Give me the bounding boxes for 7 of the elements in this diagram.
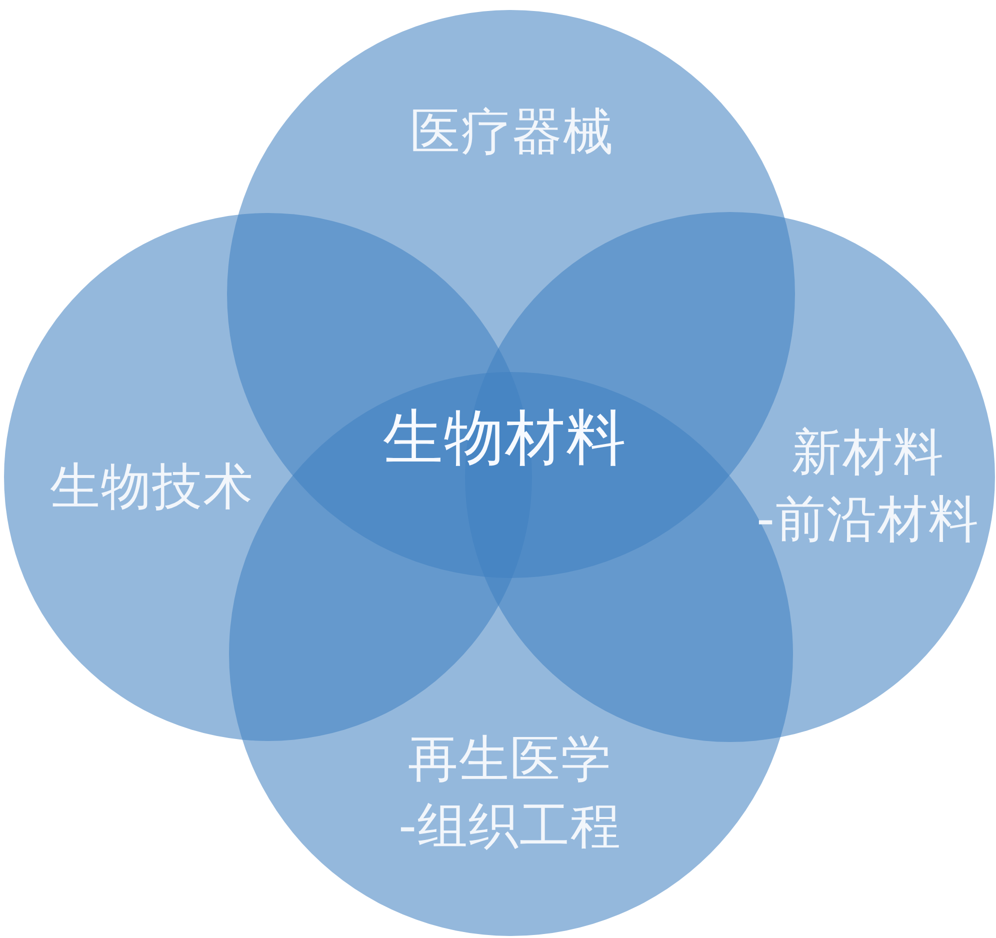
circle-label: 新材料 bbox=[792, 422, 944, 483]
circle-label: -前沿材料 bbox=[756, 489, 980, 550]
circle-label: 医疗器械 bbox=[410, 102, 614, 162]
overlap-label: 生物材料 bbox=[383, 402, 627, 474]
circle-label: 生物技术 bbox=[50, 456, 254, 518]
circle-label: 再生医学 bbox=[408, 729, 612, 790]
circle-label: -组织工程 bbox=[398, 796, 622, 857]
